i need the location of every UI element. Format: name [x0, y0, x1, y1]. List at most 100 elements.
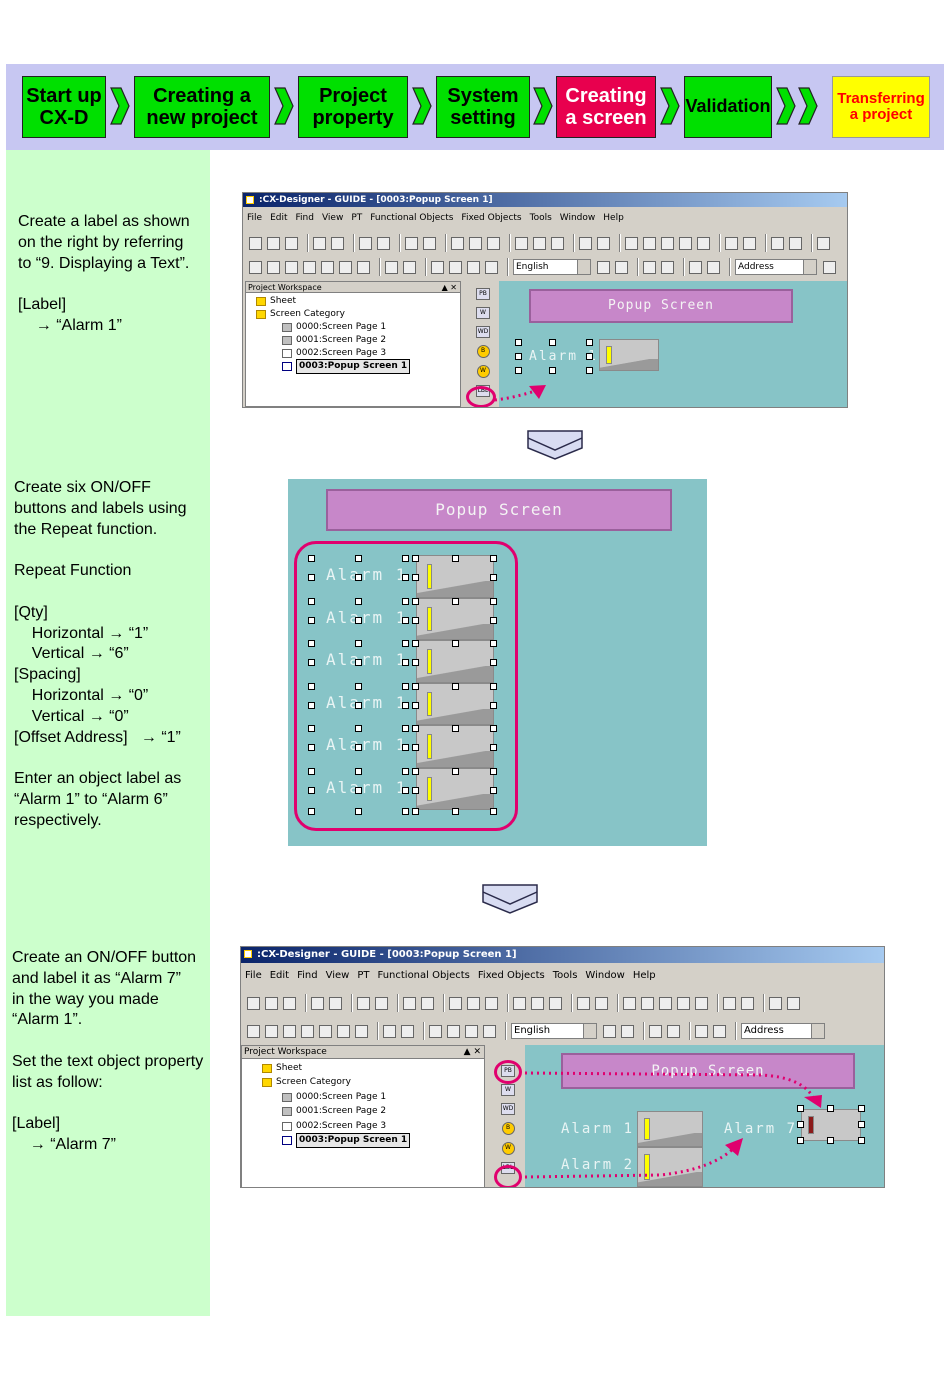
check-icon[interactable] — [771, 236, 784, 250]
selection-handle[interactable] — [797, 1121, 804, 1128]
print-icon[interactable] — [551, 236, 564, 250]
sector-icon[interactable] — [339, 260, 352, 274]
menu-help[interactable]: Help — [632, 970, 656, 981]
test-icon[interactable] — [789, 236, 802, 250]
alarm-label-2[interactable]: Alarm 2 — [561, 1157, 635, 1173]
tree-item-screen-page-2[interactable]: 0001:Screen Page 2 — [252, 334, 460, 347]
new-screen-icon[interactable] — [311, 996, 324, 1010]
selection-handle[interactable] — [355, 744, 362, 751]
redo-icon[interactable] — [595, 996, 608, 1010]
on-off-button[interactable] — [637, 1147, 703, 1187]
selection-handle[interactable] — [355, 767, 362, 775]
transfer-icon[interactable] — [451, 236, 464, 250]
move-backward-icon[interactable] — [485, 260, 498, 274]
selection-handle[interactable] — [490, 555, 497, 562]
arc-icon[interactable] — [355, 1024, 368, 1038]
selection-handle[interactable] — [308, 767, 315, 775]
selection-handle[interactable] — [355, 659, 362, 666]
selection-handle[interactable] — [412, 725, 419, 732]
save-all-icon[interactable] — [285, 236, 298, 250]
selection-handle[interactable] — [402, 640, 409, 647]
selection-handle[interactable] — [412, 659, 419, 666]
selection-handle[interactable] — [490, 786, 497, 794]
selection-handle[interactable] — [412, 616, 419, 624]
new-screen-icon[interactable] — [313, 236, 326, 250]
workspace-close-button[interactable]: ▲ ✕ — [463, 1047, 481, 1057]
label-next-icon[interactable] — [615, 260, 628, 274]
language-select[interactable]: English — [511, 1023, 597, 1039]
circle-icon[interactable] — [265, 1024, 278, 1038]
word-button-tool-icon[interactable]: W — [476, 307, 490, 319]
replace-icon[interactable] — [741, 996, 754, 1010]
print-icon[interactable] — [549, 996, 562, 1010]
document-icon[interactable] — [515, 236, 528, 250]
on-off-button[interactable] — [416, 682, 494, 725]
alarm-label[interactable]: Alarm 1 — [326, 777, 408, 797]
open-icon[interactable] — [267, 236, 280, 250]
rectangle-icon[interactable] — [249, 260, 262, 274]
new-icon[interactable] — [249, 236, 262, 250]
selection-handle[interactable] — [308, 786, 315, 794]
polygon-icon[interactable] — [319, 1024, 332, 1038]
selection-handle[interactable] — [490, 597, 497, 605]
on-off-button[interactable] — [416, 597, 494, 640]
document-icon[interactable] — [513, 996, 526, 1010]
paste-icon[interactable] — [659, 996, 672, 1010]
selection-handle[interactable] — [490, 616, 497, 624]
selection-handle[interactable] — [490, 701, 497, 709]
csv-export-icon[interactable] — [421, 996, 434, 1010]
csv-export-icon[interactable] — [423, 236, 436, 250]
selection-handle[interactable] — [412, 555, 419, 562]
page-next-icon[interactable] — [667, 1024, 680, 1038]
circle-icon[interactable] — [267, 260, 280, 274]
selection-handle[interactable] — [412, 701, 419, 709]
rectangle-icon[interactable] — [247, 1024, 260, 1038]
bring-front-icon[interactable] — [431, 260, 444, 274]
selection-handle[interactable] — [402, 597, 409, 605]
copy-icon[interactable] — [641, 996, 654, 1010]
pushbutton-tool-icon[interactable]: PB — [476, 288, 490, 300]
redo-icon[interactable] — [597, 236, 610, 250]
label-prev-icon[interactable] — [597, 260, 610, 274]
csv-import-icon[interactable] — [405, 236, 418, 250]
selection-handle[interactable] — [858, 1137, 865, 1144]
menu-window[interactable]: Window — [559, 213, 596, 223]
workspace-close-button[interactable]: ▲ ✕ — [441, 283, 457, 292]
selection-handle[interactable] — [308, 725, 315, 732]
on-off-button[interactable] — [416, 640, 494, 683]
menu-tools[interactable]: Tools — [529, 213, 552, 223]
selection-handle[interactable] — [355, 682, 362, 690]
selection-handle[interactable] — [402, 786, 409, 794]
move-backward-icon[interactable] — [483, 1024, 496, 1038]
test-icon[interactable] — [787, 996, 800, 1010]
frame-prev-icon[interactable] — [689, 260, 702, 274]
selection-handle[interactable] — [858, 1105, 865, 1112]
undo-icon[interactable] — [577, 996, 590, 1010]
selection-handle[interactable] — [355, 616, 362, 624]
selection-handle[interactable] — [402, 555, 409, 562]
frame-next-icon[interactable] — [713, 1024, 726, 1038]
selection-handle[interactable] — [355, 701, 362, 709]
selection-handle[interactable] — [452, 682, 459, 690]
undo-icon[interactable] — [579, 236, 592, 250]
selection-handle[interactable] — [355, 597, 362, 605]
address-select[interactable]: Address — [735, 259, 817, 275]
print-preview-icon[interactable] — [531, 996, 544, 1010]
open-icon[interactable] — [265, 996, 278, 1010]
copy-icon[interactable] — [643, 236, 656, 250]
selection-handle[interactable] — [412, 786, 419, 794]
menu-help[interactable]: Help — [603, 213, 624, 223]
selection-handle[interactable] — [308, 555, 315, 562]
move-forward-icon[interactable] — [465, 1024, 478, 1038]
on-off-button[interactable] — [599, 339, 659, 371]
selection-handle[interactable] — [586, 339, 593, 346]
alarm-7-label[interactable]: Alarm 7 — [724, 1121, 798, 1137]
alarm-label[interactable]: Alarm 1 — [326, 650, 408, 669]
selection-handle[interactable] — [308, 659, 315, 666]
selection-handle[interactable] — [308, 701, 315, 709]
selection-handle[interactable] — [412, 640, 419, 647]
selection-handle[interactable] — [452, 555, 459, 562]
delete-icon[interactable] — [677, 996, 690, 1010]
selection-handle[interactable] — [412, 767, 419, 775]
send-back-icon[interactable] — [447, 1024, 460, 1038]
